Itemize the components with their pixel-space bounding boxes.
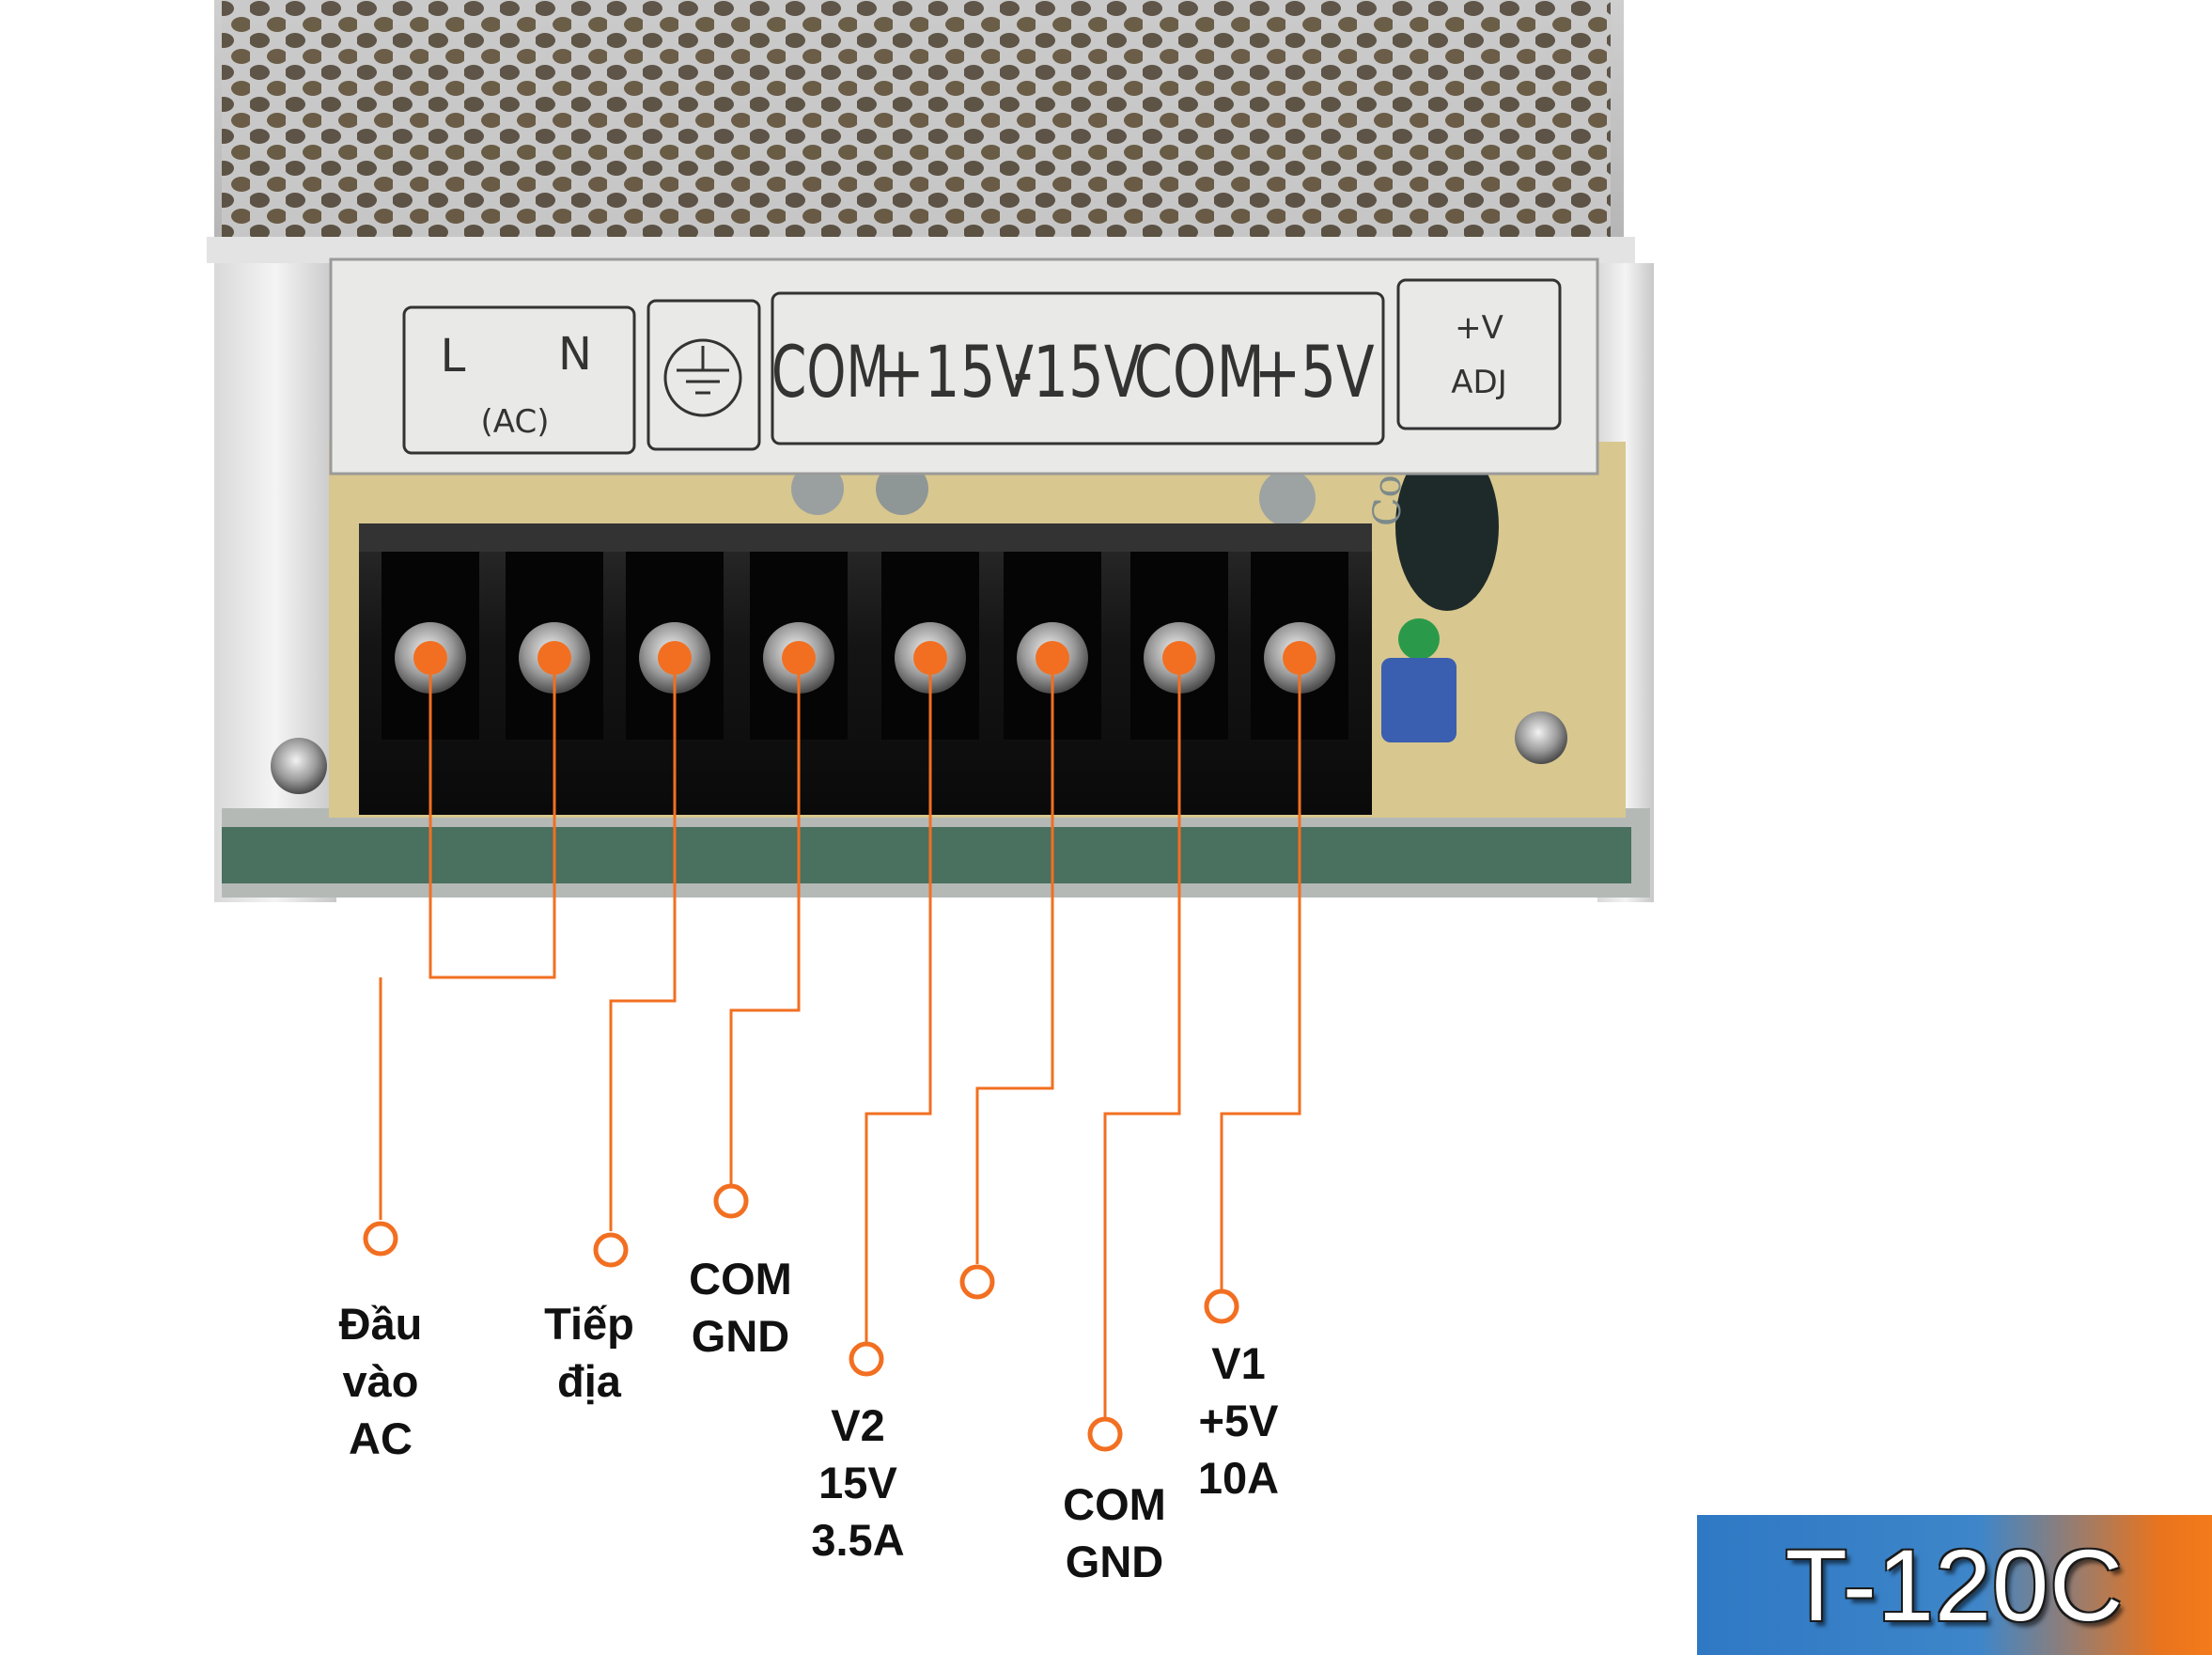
callout-line (1103, 658, 1181, 1417)
terminal-label-panel: L N (AC) COM +15V -15V COM +5V +V ADJ (329, 258, 1599, 476)
callout-lines (363, 658, 1301, 1452)
model-name: T-120C (1784, 1528, 2125, 1642)
label-plus15v: +15V (878, 332, 1034, 414)
callout-ring (593, 1232, 629, 1268)
terminal-block (359, 523, 1372, 815)
callout-label: Tiếp địa (544, 1299, 634, 1406)
callout-ring (1204, 1288, 1239, 1324)
callout-label: V1 +5V 10A (1197, 1338, 1280, 1503)
callout-line (609, 658, 677, 1231)
callout-label: COM GND (689, 1254, 792, 1361)
label-n: N (558, 328, 592, 381)
callout-label: Đầu vào AC (338, 1299, 423, 1463)
callout-ring (713, 1183, 749, 1219)
label-adj: ADJ (1451, 364, 1506, 401)
callout-line (1220, 658, 1301, 1289)
ground-icon (663, 338, 742, 417)
callout-ring (959, 1264, 995, 1300)
callout-ring (1087, 1416, 1123, 1452)
label-l: L (441, 330, 466, 383)
label-adj-v: +V (1455, 309, 1503, 347)
label-com-1: COM (771, 332, 889, 414)
callout-ring (363, 1221, 398, 1257)
callout-line (975, 658, 1054, 1264)
label-minus15v: -15V (1013, 332, 1143, 414)
callout-label: V2 15V 3.5A (811, 1400, 905, 1565)
callout-line (865, 658, 932, 1342)
callout-line (729, 658, 801, 1186)
label-ac: (AC) (481, 403, 550, 441)
label-plus5v: +5V (1254, 332, 1376, 414)
model-badge: T-120C (1697, 1515, 2212, 1655)
callout-label: COM GND (1063, 1479, 1166, 1586)
label-com-2: COM (1133, 332, 1264, 414)
callout-line (428, 658, 556, 979)
callout-ring (849, 1341, 884, 1377)
